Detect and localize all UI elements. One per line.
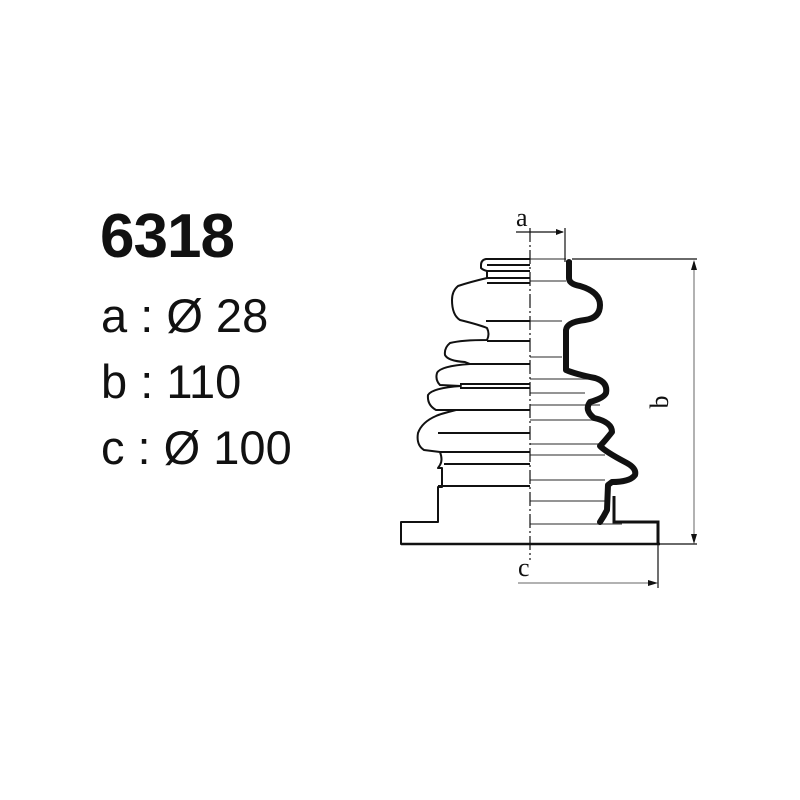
boot-outline-left <box>400 258 530 545</box>
dimension-c: c : Ø 100 <box>101 421 292 474</box>
boot-section-right <box>530 258 660 544</box>
dimension-b: b : 110 <box>101 355 242 408</box>
dimension-a-marker: a <box>516 203 566 262</box>
boot-inner-rings <box>438 264 530 487</box>
dimension-a: a : Ø 28 <box>101 289 269 342</box>
label-a: a <box>516 203 528 232</box>
label-c: c <box>518 553 530 582</box>
dimension-b-marker: b <box>572 258 697 545</box>
part-number: 6318 <box>100 202 235 271</box>
label-b: b <box>645 396 674 409</box>
dimension-c-marker: c <box>518 544 659 588</box>
